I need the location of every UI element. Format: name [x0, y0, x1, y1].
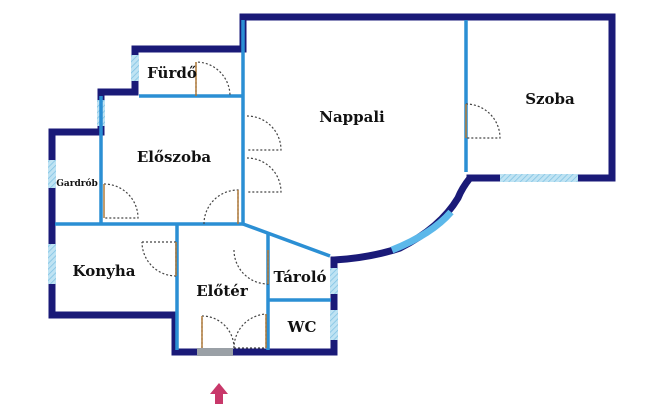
- windows: [48, 55, 578, 356]
- room-label-nappali: Nappali: [319, 108, 385, 126]
- watermark-logo-icon: [41, 335, 79, 373]
- doors: [103, 61, 501, 349]
- door-nappali-1: [246, 115, 282, 151]
- window-gardrob: [48, 160, 56, 188]
- room-label-tarolo: Tároló: [273, 268, 326, 286]
- door-eloter: [233, 249, 269, 285]
- door-entrance: [201, 315, 235, 349]
- window-konyha: [48, 244, 56, 284]
- window-furdo: [131, 55, 139, 81]
- door-szoba: [465, 103, 501, 139]
- nappali-curved-window: [390, 209, 454, 254]
- door-konyha: [141, 241, 177, 277]
- door-gardrob: [103, 183, 139, 219]
- window-tarolo: [330, 268, 338, 294]
- door-eloszoba: [203, 189, 239, 225]
- entrance-arrow-icon: [210, 383, 228, 404]
- door-wc: [233, 313, 267, 349]
- room-label-gardrob: Gardrób: [56, 178, 98, 189]
- tranio-watermark: Tranio: [41, 335, 131, 373]
- room-label-wc: WC: [287, 318, 317, 336]
- entrance-door-frame: [197, 348, 233, 356]
- room-label-eloter: Előtér: [196, 282, 249, 300]
- door-nappali-2: [246, 157, 282, 193]
- window-szoba: [500, 174, 578, 182]
- inner-walls: [55, 20, 468, 350]
- room-label-furdo: Fürdő: [147, 64, 197, 82]
- door-frames: [103, 62, 467, 348]
- watermark-text: Tranio: [86, 347, 131, 364]
- room-label-eloszoba: Előszoba: [137, 148, 212, 166]
- room-label-szoba: Szoba: [525, 90, 575, 108]
- room-label-konyha: Konyha: [73, 262, 136, 280]
- window-wc: [330, 310, 338, 340]
- door-furdo: [195, 61, 231, 97]
